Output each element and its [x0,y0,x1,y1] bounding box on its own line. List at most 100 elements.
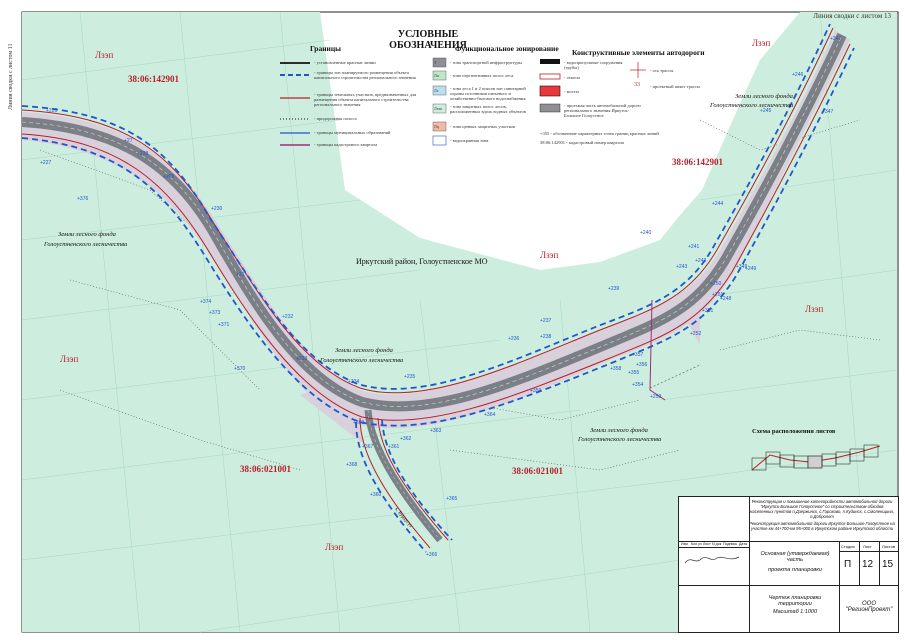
legend-cadastral-number: 38:06:142901 - кадастровый номер квартал… [540,140,624,145]
legend-code-lzep: Лзэп [434,106,443,111]
stage-heading: Стадия [841,544,855,549]
red-line-point-label: +245 [760,108,771,114]
red-line-point-label: +376 [77,196,88,202]
red-line-point-label: +232 [282,314,293,320]
parcel-label-2: 38:06:142901 [672,157,723,167]
red-line-point-label: +351 [702,308,713,314]
legend-road-elements-heading: Конструктивные элементы автодороги [572,48,705,57]
forest-area-left [22,12,897,632]
zone-boundary [21,23,855,553]
sheet-join-note-top: Линия сводки с листом 13 [813,12,891,20]
red-line-point-label: +349 [736,264,747,270]
legend-swatches [280,57,646,146]
red-line-point-label: +362 [400,436,411,442]
red-line-point-label: +251 [712,292,723,298]
list-value: 12 [862,559,874,570]
legend-valuable-plots: - зона ценных защитных участков [450,124,516,129]
col-doc: N док [712,542,722,546]
document-title-2: проекта планировки [768,567,822,573]
legend-code-lc: Лц [434,124,439,129]
red-line-point-label: +368 [346,462,357,468]
forest-label-1b: Голоустненского лесничества [43,241,127,248]
col-kol: Кол.уч [691,542,702,546]
red-line-point-label: +365 [446,496,457,502]
project-name: Реконструкция и повышение категорийности… [749,499,895,519]
drawing-scale: Масштаб 1:1000 [772,609,818,615]
legend-code-lz: Лз [434,88,439,93]
legend-roadside-strip: - придорожная полоса [314,116,357,121]
red-line-point-label: +364 [484,412,495,418]
legend-protective-forest: - зона защитных полос лесов, расположенн… [450,104,526,114]
red-line-point-label: +238 [540,334,551,340]
district-label: Иркутский район, Голоустненское МО [356,257,488,266]
red-line-point-label: +248 [720,296,731,302]
col-izm: Изм [681,542,688,546]
red-line-points: +226+27+228+227+376+229+230+31+374+373+3… [40,36,841,558]
red-line-point-label: +230 [211,206,222,212]
red-line-point-label: +370 [234,366,245,372]
red-line-point-label: +358 [610,366,621,372]
red-line-point-label: +228 [137,151,148,157]
cadastral-boundary [649,299,666,401]
legend-water-zone: - водоохранная зона [450,138,489,143]
sheet-layout-scheme [751,444,881,471]
zone-label-3: Лзэп [540,250,559,260]
red-line-point-label: +226 [46,108,57,114]
legend-forest-strips: - зона перспективных полос леса [450,73,514,78]
legend-sanitary-zone: - зона леса 1 и 2 поясов зон санитарной … [450,86,526,101]
legend-zoning-heading: Функциональное зонирование [455,44,559,53]
red-line-point-label: +234 [348,379,359,385]
red-line-point-label: +359 [530,388,541,394]
red-line-point-label: +239 [608,286,619,292]
red-line-point-label: +347 [822,109,833,115]
branch-road [364,409,443,543]
forest-label-4a: Земли лесного фонда [735,93,793,100]
parcel-label-3: 38:06:021001 [240,464,291,474]
red-line-point-label: +31 [236,272,245,278]
document-title-1: Основная (утверждаемая) часть [760,551,830,563]
parcel-label-4: 38:06:021001 [512,466,563,476]
signature [684,556,740,564]
legend-boundaries-heading: Границы [310,44,342,53]
zone-label-2: Лзэп [752,38,771,48]
red-line-point-label: +236 [508,336,519,342]
organization: ООО "РегионПроект" [845,601,893,613]
red-line-point-label: +227 [40,160,51,166]
red-line-point-label: +246 [792,72,803,78]
red-line-point-label: +242 [695,258,706,264]
red-line-point-label: +237 [540,318,551,324]
red-line-point-label: +244 [712,201,723,207]
legend-municipal-boundary: - границы муниципальных образований [314,130,391,135]
red-line-point-label: +361 [388,444,399,450]
list-heading: Лист [863,544,872,549]
legend-slopes: - откосы [564,75,581,80]
sheets-heading: Листов [882,544,895,549]
forest-label-2b: Голоустненского лесничества [319,357,403,364]
legend-red-line-points: +355 - обозначение характерных точек гра… [540,131,659,136]
drawing-title: Чертеж планировки территории [768,595,822,607]
legend-road-axis: - ось трассы [650,68,674,73]
forest-label-3b: Голоустненского лесничества [577,436,661,443]
legend-carriageway: - проезжая часть автомобильной дороги ре… [564,103,641,118]
red-line-point-label: +233 [296,356,307,362]
legend-picket-code: 33 [634,82,640,88]
zone-label-6: Лзэп [325,542,344,552]
legend-land-plots: - границы земельных участков, предназнач… [314,92,417,107]
red-line-point-label: +249 [745,266,756,272]
legend-picket: - проектный пикет трассы [650,84,700,89]
legend-culverts: - водопропускные сооружения (трубы) [564,60,623,70]
red-line-point-label: +240 [640,230,651,236]
stage-value: П [844,559,852,570]
sheet-layout-title: Схема расположения листов [752,428,836,435]
forest-label-2a: Земли лесного фонда [335,347,393,354]
red-line-point-label: +250 [710,281,721,287]
red-line-point-label: +27 [124,138,133,144]
red-line-point-label: +247 [830,36,841,42]
legend-bridges: - мосты [564,89,579,94]
red-line-point-label: +241 [688,244,699,250]
legend-title: УСЛОВНЫЕ ОБОЗНАЧЕНИЯ [389,29,467,51]
red-line-point-label: +252 [690,331,701,337]
legend-code-t: Т [434,60,437,65]
